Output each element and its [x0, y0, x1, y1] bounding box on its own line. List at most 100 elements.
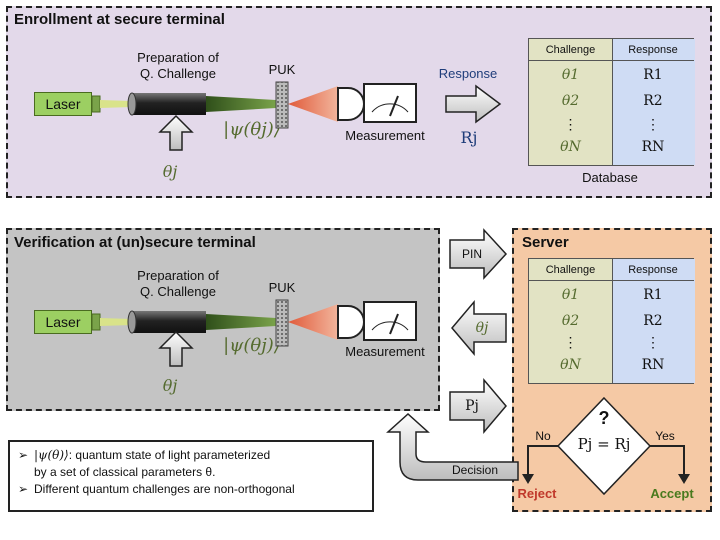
pin-label: PIN [461, 247, 482, 261]
puk-label: PUK [268, 62, 296, 77]
server-title: Server [522, 234, 569, 251]
response-column [612, 259, 695, 383]
reject-label: Reject [517, 486, 557, 501]
theta-arrow-label: θj [475, 320, 489, 336]
preparation-line2: Q. Challenge [140, 66, 216, 81]
challenge-header: Challenge [529, 39, 612, 61]
measurement-label: Measurement [345, 344, 425, 359]
response-cell: RN [641, 139, 665, 155]
note-line2: Different quantum challenges are non-ort… [34, 482, 295, 496]
challenge-cell: θN [560, 357, 581, 373]
psi-state-label: |ψ(θj)⟩ [223, 335, 281, 356]
enrollment-title: Enrollment at secure terminal [14, 11, 225, 28]
server-database-table: Challenge Response θ1 θ2 ⋮ θN R1 R2 ⋮ RN [528, 258, 695, 384]
laser-beam [100, 100, 132, 108]
scattered-beam [288, 304, 338, 340]
response-cell: RN [641, 357, 665, 373]
note-math: |ψ(θ)⟩ [34, 448, 69, 462]
theta-j-label: θj [162, 376, 178, 395]
notes-box: ➢ |ψ(θ)⟩: quantum state of light paramet… [8, 440, 374, 512]
laser-cap [91, 95, 101, 113]
reject-branch [527, 445, 558, 476]
note-line1: : quantum state of light parameterized [68, 448, 271, 462]
meter-needle [389, 313, 399, 335]
theta-input-arrow [158, 330, 194, 367]
meter-scale [371, 103, 409, 113]
challenge-column [529, 259, 612, 383]
response-header: Response [612, 259, 694, 281]
psi-state-label: |ψ(θj)⟩ [223, 119, 281, 140]
measurement-label: Measurement [345, 128, 425, 143]
accept-branch [650, 445, 685, 476]
cylinder-end [127, 310, 137, 334]
meter-icon [363, 301, 417, 341]
pin-arrow [449, 228, 508, 280]
bullet-arrow-icon: ➢ [18, 448, 29, 462]
database-label: Database [582, 170, 638, 185]
preparation-line2: Q. Challenge [140, 284, 216, 299]
theta-challenge-arrow [451, 299, 507, 357]
reject-arrowhead [522, 474, 534, 484]
yes-label: Yes [655, 429, 675, 443]
quantum-state-beam [206, 314, 276, 330]
bullet-arrow-icon: ➢ [18, 482, 29, 496]
decision-diamond [556, 396, 652, 496]
note-item: ➢ Different quantum challenges are non-o… [18, 481, 364, 498]
challenge-cell: θ2 [561, 313, 580, 329]
pj-arrow [449, 377, 507, 435]
response-cell: ⋮ [646, 117, 660, 133]
meter-needle [389, 95, 399, 117]
response-header: Response [612, 39, 694, 61]
preparation-line1: Preparation of [137, 50, 219, 65]
cylinder-end [127, 92, 137, 116]
challenge-cell: θ1 [561, 287, 580, 303]
no-label: No [535, 429, 551, 443]
response-cell: R2 [643, 93, 663, 109]
decision-expression: Pj = Rj [577, 435, 631, 453]
detector-icon [337, 305, 365, 339]
verification-optics [91, 299, 417, 367]
challenge-preparation-cylinder [132, 311, 206, 333]
verification-title: Verification at (un)secure terminal [14, 234, 256, 251]
laser-cap [91, 313, 101, 331]
laser-source: Laser [34, 92, 92, 116]
accept-arrowhead [678, 474, 690, 484]
note-item: ➢ |ψ(θ)⟩: quantum state of light paramet… [18, 447, 364, 481]
response-label: Response [438, 66, 498, 81]
theta-j-label: θj [162, 162, 178, 181]
puk-element [275, 299, 289, 347]
decision-question: ? [598, 408, 610, 428]
response-cell: ⋮ [646, 335, 660, 351]
note-text: |ψ(θ)⟩: quantum state of light parameter… [34, 447, 270, 481]
meter-icon [363, 83, 417, 123]
pj-label: Pj [465, 398, 479, 414]
scattered-beam [288, 86, 338, 122]
response-cell: R2 [643, 313, 663, 329]
preparation-label: Preparation of Q. Challenge [118, 268, 238, 300]
rj-label: Rj [460, 128, 478, 147]
response-cell: R1 [643, 67, 663, 83]
challenge-cell: ⋮ [563, 335, 578, 351]
preparation-label: Preparation of Q. Challenge [118, 50, 238, 82]
enrollment-optics [91, 81, 502, 151]
challenge-preparation-cylinder [132, 93, 206, 115]
detector-icon [337, 87, 365, 121]
response-arrow [445, 84, 502, 124]
decision-arrow [386, 412, 519, 481]
challenge-cell: ⋮ [563, 117, 578, 133]
laser-source: Laser [34, 310, 92, 334]
theta-input-arrow [158, 114, 194, 151]
decision-label: Decision [451, 463, 499, 477]
response-cell: R1 [643, 287, 663, 303]
challenge-header: Challenge [529, 259, 612, 281]
challenge-cell: θ2 [561, 93, 580, 109]
challenge-cell: θN [560, 139, 581, 155]
enrollment-database-table: Challenge Response θ1 θ2 ⋮ θN R1 R2 ⋮ RN [528, 38, 695, 166]
meter-scale [371, 321, 409, 331]
challenge-cell: θ1 [561, 67, 580, 83]
puk-element [275, 81, 289, 129]
preparation-line1: Preparation of [137, 268, 219, 283]
puk-label: PUK [268, 280, 296, 295]
note-line1b: by a set of classical parameters θ. [34, 465, 216, 479]
